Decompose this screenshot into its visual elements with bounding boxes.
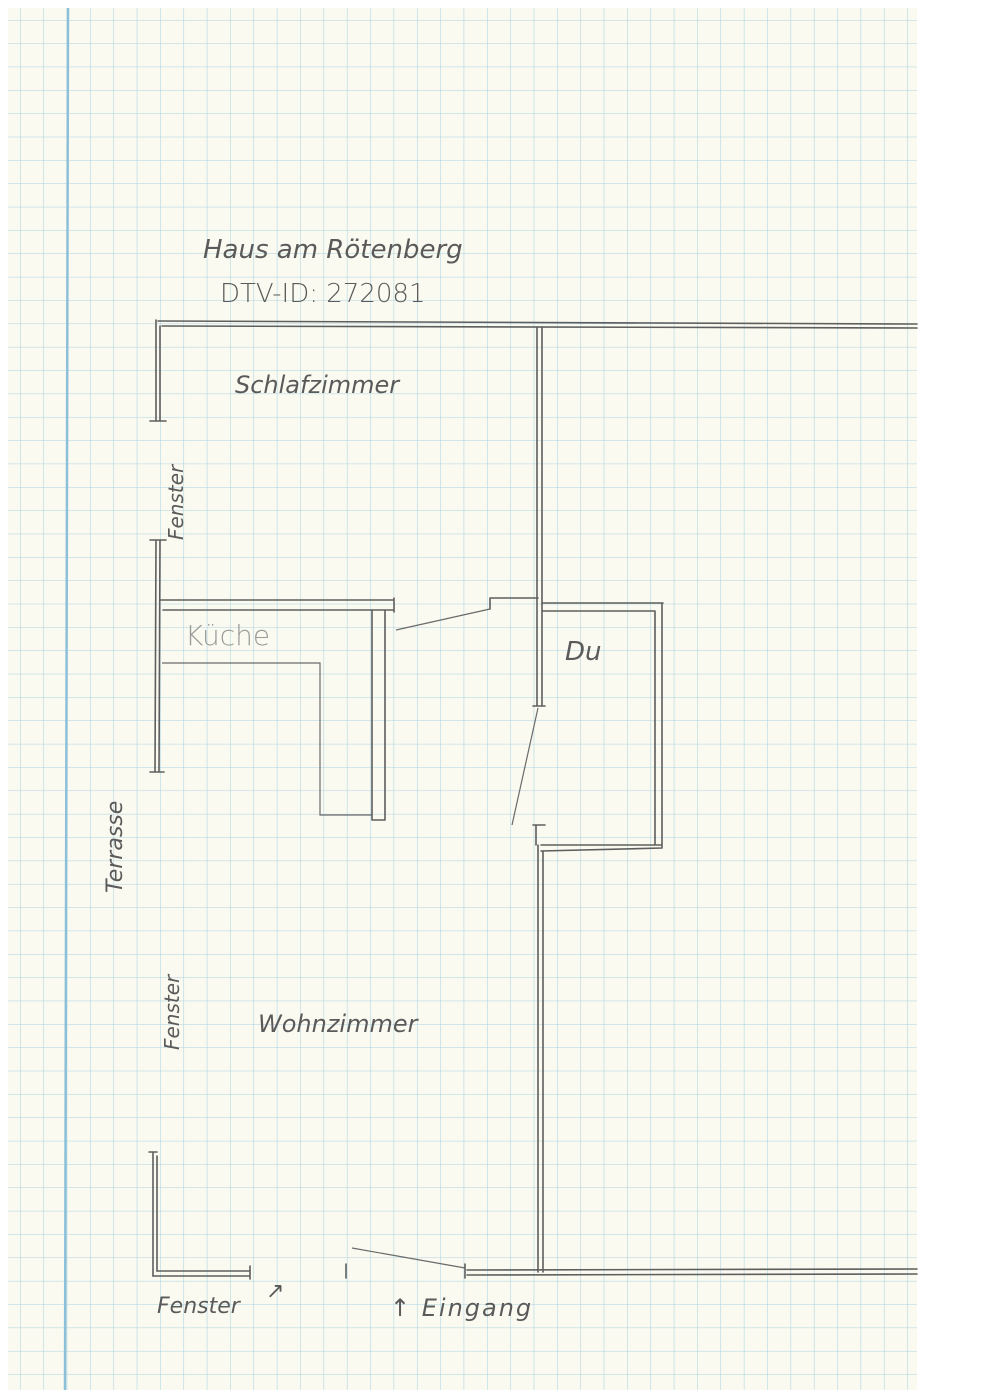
label-entrance: ↑ Eingang bbox=[390, 1294, 533, 1322]
walls bbox=[148, 319, 918, 1280]
room-label-bedroom: Schlafzimmer bbox=[235, 371, 401, 399]
window-arrow-icon: ↗ bbox=[266, 1279, 284, 1304]
house-title: Haus am Rötenberg bbox=[203, 235, 463, 265]
room-label-kitchen: Küche bbox=[185, 619, 270, 652]
margin-line bbox=[63, 7, 70, 1391]
room-label-shower: Du bbox=[565, 637, 602, 667]
label-window-middle: Fenster bbox=[160, 973, 184, 1050]
room-label-living: Wohnzimmer bbox=[258, 1010, 420, 1038]
grid-lines bbox=[8, 8, 917, 1390]
label-window-top: Fenster bbox=[164, 463, 188, 540]
label-window-bottom: Fenster bbox=[157, 1294, 242, 1319]
house-id: DTV-ID: 272081 bbox=[220, 279, 426, 309]
label-terrace: Terrasse bbox=[103, 801, 128, 893]
